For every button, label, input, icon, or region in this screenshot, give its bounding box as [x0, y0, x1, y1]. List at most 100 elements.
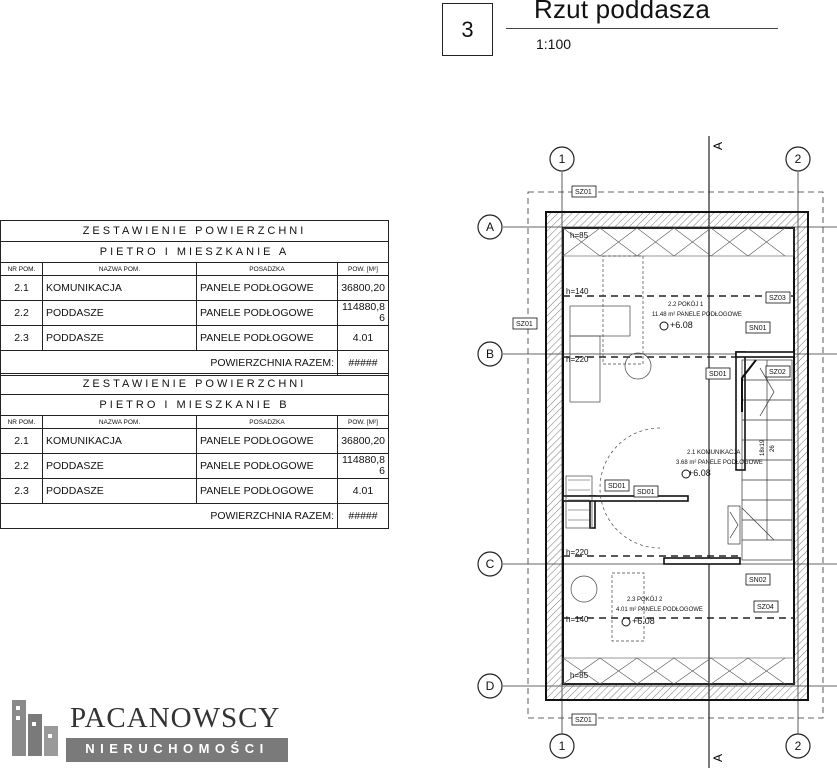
- tag-sz04: SZ04: [757, 604, 774, 611]
- height-annotation: h=220: [566, 548, 589, 557]
- height-annotation: h=140: [566, 615, 589, 624]
- tag-box: [765, 291, 791, 304]
- section-mark: A: [711, 142, 725, 150]
- stair-railing: [741, 359, 757, 412]
- svg-text:+6.08: +6.08: [632, 616, 655, 626]
- sheet-number: 3: [461, 16, 474, 42]
- tag-box: [571, 713, 597, 726]
- tag-sn02: SN02: [749, 577, 767, 584]
- grid-label: 2: [795, 152, 802, 166]
- total-label: POWIERZCHNIA RAZEM:: [0, 350, 338, 376]
- svg-text:PANELE PODŁOGOWE: PANELE PODŁOGOWE: [638, 607, 703, 613]
- table-row: 2.2 PODDASZE PANELE PODŁOGOWE 114880,8 6: [0, 453, 389, 479]
- tag-sn01: SN01: [749, 325, 767, 332]
- bed-outline: [611, 572, 645, 642]
- stair-count: 26: [770, 445, 776, 452]
- grid-bubble-2-bottom: [785, 733, 811, 759]
- floor-finish-cell: PANELE PODŁOGOWE: [196, 275, 338, 301]
- total-value: #####: [337, 350, 389, 376]
- grid-label: D: [486, 679, 495, 693]
- sofa-chaise: [569, 335, 601, 403]
- grid-bubble-1-bottom: [549, 733, 575, 759]
- tag-sz03: SZ03: [769, 295, 786, 302]
- company-logo-mark: [12, 700, 58, 756]
- table-row: 2.1 KOMUNIKACJA PANELE PODŁOGOWE 36800,2…: [0, 275, 389, 301]
- svg-text:POKÓJ 2: POKÓJ 2: [637, 596, 663, 603]
- svg-text:KOMUNIKACJA: KOMUNIKACJA: [697, 450, 740, 456]
- company-subtitle: NIERUCHOMOŚCI: [85, 741, 269, 756]
- section-line-a: A A: [708, 136, 725, 768]
- total-label: POWIERZCHNIA RAZEM:: [0, 503, 338, 529]
- tag-box: [633, 485, 659, 498]
- room-label-3: 2.3 POKÓJ 2 4.01 m² PANELE PODŁOGOWE +6.…: [616, 596, 703, 626]
- floor-finish-cell: PANELE PODŁOGOWE: [196, 325, 338, 351]
- svg-text:2.1: 2.1: [687, 450, 696, 456]
- tag-sz01-top: SZ01: [575, 189, 592, 196]
- grid-bubble-d: [477, 673, 503, 699]
- height-annotation: h=85: [570, 671, 589, 680]
- tag-sz01-left: SZ01: [516, 321, 533, 328]
- total-value: #####: [337, 503, 389, 529]
- svg-text:2.2: 2.2: [668, 302, 677, 308]
- svg-text:+6.08: +6.08: [670, 320, 693, 330]
- area-table-a: ZESTAWIENIE POWIERZCHNI PIETRO I MIESZKA…: [0, 220, 389, 376]
- table-total-row: POWIERZCHNIA RAZEM: #####: [0, 503, 389, 529]
- tag-box: [571, 185, 597, 198]
- table-row: 2.1 KOMUNIKACJA PANELE PODŁOGOWE 36800,2…: [0, 428, 389, 454]
- sheet-number-box: 3: [442, 3, 493, 56]
- level-marker: [621, 617, 631, 627]
- tag-sd01: SD01: [608, 483, 626, 490]
- svg-text:+6.08: +6.08: [688, 468, 711, 478]
- cabinet: [565, 475, 593, 529]
- room-name-cell: KOMUNIKACJA: [42, 428, 197, 454]
- svg-text:4.01 m²: 4.01 m²: [616, 607, 636, 613]
- grid-label: 1: [559, 739, 566, 753]
- table-row: 2.3 PODDASZE PANELE PODŁOGOWE 4.01: [0, 478, 389, 504]
- room-name-cell: PODDASZE: [42, 478, 197, 504]
- room-number-cell: 2.2: [0, 300, 43, 326]
- area-cell: 4.01: [337, 325, 389, 351]
- area-cell: 114880,8 6: [337, 453, 389, 479]
- company-subtitle-band: [66, 738, 288, 762]
- staircase: [727, 359, 793, 561]
- sofa: [569, 305, 631, 337]
- room-number-cell: 2.3: [0, 478, 43, 504]
- svg-text:11.48 m²: 11.48 m²: [652, 312, 675, 318]
- table-row: 2.3 PODDASZE PANELE PODŁOGOWE 4.01: [0, 325, 389, 351]
- area-cell: 36800,20: [337, 428, 389, 454]
- table-total-row: POWIERZCHNIA RAZEM: #####: [0, 350, 389, 376]
- grid-label: 2: [795, 739, 802, 753]
- coffee-table: [624, 352, 652, 380]
- room-label-2: 2.1 KOMUNIKACJA 3.68 m² PANELE PODŁOGOWE…: [676, 450, 763, 478]
- sheet-title: Rzut poddasza: [534, 0, 711, 24]
- height-lines: [563, 295, 794, 619]
- area-table-b: ZESTAWIENIE POWIERZCHNI PIETRO I MIESZKA…: [0, 373, 389, 529]
- svg-text:2.3: 2.3: [627, 597, 636, 603]
- tag-box: [745, 573, 771, 586]
- furniture: [565, 255, 661, 642]
- level-marker: [681, 469, 691, 479]
- tag-sd01: SD01: [637, 489, 655, 496]
- sheet-scale: 1:100: [536, 36, 572, 52]
- roof-outline: [527, 191, 824, 719]
- height-annotation: h=220: [566, 355, 589, 364]
- tag-box: [604, 479, 630, 492]
- grid-bubble-1: [549, 146, 575, 172]
- exterior-wall: [545, 211, 809, 701]
- svg-text:PANELE PODŁOGOWE: PANELE PODŁOGOWE: [677, 312, 742, 318]
- round-table: [570, 575, 598, 603]
- height-annotation: h=140: [566, 287, 589, 296]
- room-label-1: 2.2 POKÓJ 1 11.48 m² PANELE PODŁOGOWE +6…: [652, 301, 742, 330]
- svg-text:POKÓJ 1: POKÓJ 1: [678, 301, 704, 308]
- tag-sz02: SZ02: [769, 369, 786, 376]
- floor-finish-cell: PANELE PODŁOGOWE: [196, 453, 338, 479]
- knee-wall-bottom: [562, 657, 795, 685]
- stair-dimension: 18x19: [760, 439, 766, 456]
- grid-bubble-c: [477, 551, 503, 577]
- tag-box: [705, 367, 731, 380]
- height-annotation: h=85: [570, 231, 589, 240]
- room-name-cell: KOMUNIKACJA: [42, 275, 197, 301]
- internal-walls: [562, 351, 795, 565]
- svg-text:PANELE PODŁOGOWE: PANELE PODŁOGOWE: [698, 460, 763, 466]
